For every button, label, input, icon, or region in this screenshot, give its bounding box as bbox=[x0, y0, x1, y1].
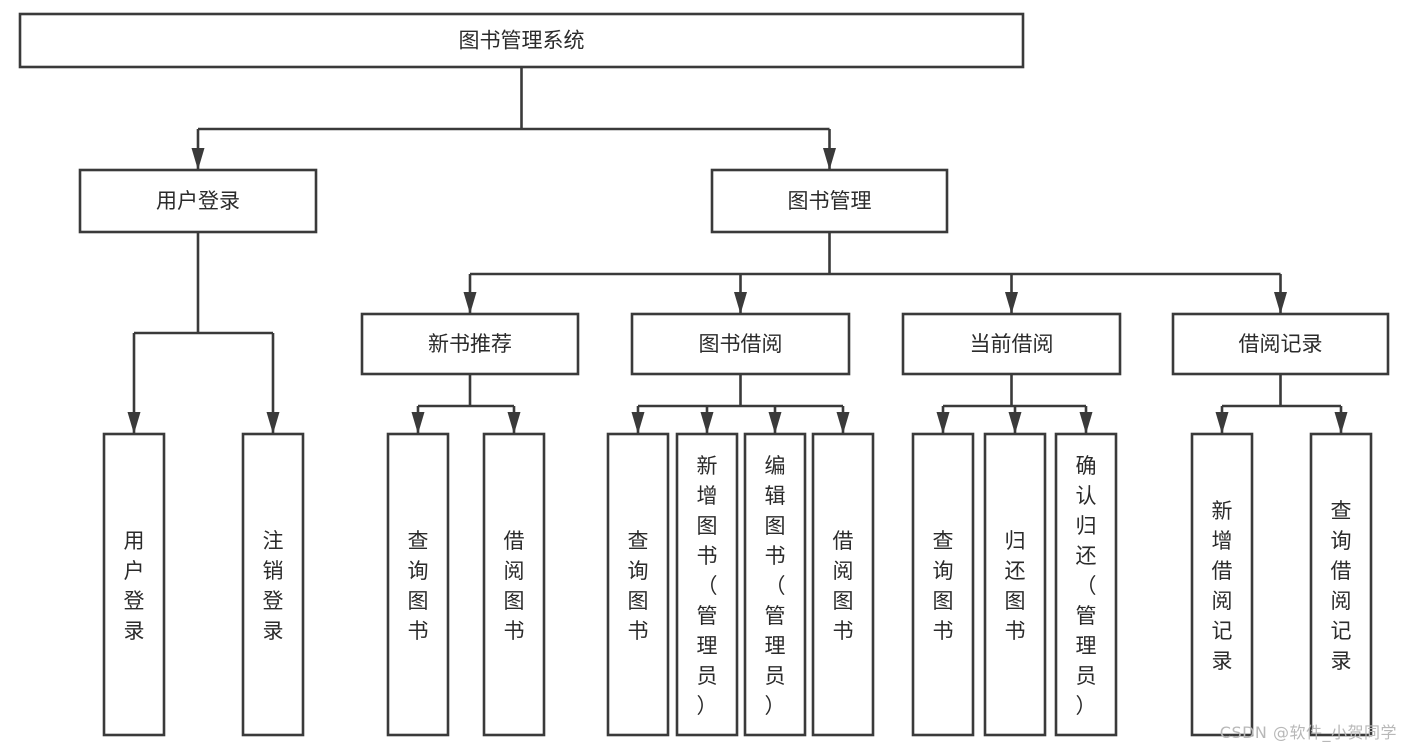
node-label-leaf-borrow-book-2: 借阅图书 bbox=[833, 529, 854, 643]
node-box-leaf-confirm-return bbox=[1054, 432, 1118, 737]
node-new-book-recommend[interactable]: 新书推荐 bbox=[360, 312, 580, 376]
node-box-book-manage bbox=[710, 168, 949, 234]
node-label-leaf-query-book-3: 查询图书 bbox=[933, 529, 954, 643]
arrow-head-book-borrow-to-leaf-query-book-2 bbox=[631, 412, 645, 434]
arrow-head-current-borrow-to-leaf-query-book-3 bbox=[936, 412, 950, 434]
node-box-user-login bbox=[78, 168, 318, 234]
arrow-head-borrow-record-to-leaf-add-record bbox=[1215, 412, 1229, 434]
node-box-leaf-borrow-book-1 bbox=[482, 432, 546, 737]
node-leaf-query-book-2[interactable]: 查询图书 bbox=[606, 432, 670, 737]
arrow-head-book-manage-to-borrow-record bbox=[1274, 292, 1287, 314]
arrow-head-user-login-to-leaf-user-logout bbox=[266, 412, 280, 434]
node-box-borrow-record bbox=[1171, 312, 1390, 376]
node-book-borrow[interactable]: 图书借阅 bbox=[630, 312, 851, 376]
arrow-head-borrow-record-to-leaf-query-record bbox=[1334, 412, 1348, 434]
arrow-head-root-to-user-login bbox=[191, 148, 205, 170]
node-box-root bbox=[18, 12, 1025, 69]
arrow-head-current-borrow-to-leaf-return-book bbox=[1008, 412, 1022, 434]
node-box-leaf-add-record bbox=[1190, 432, 1254, 737]
node-box-book-borrow bbox=[630, 312, 851, 376]
node-label-leaf-return-book: 归还图书 bbox=[1005, 529, 1026, 643]
node-box-leaf-edit-book bbox=[743, 432, 807, 737]
arrow-head-book-manage-to-current-borrow bbox=[1005, 292, 1018, 314]
node-box-leaf-user-login bbox=[102, 432, 166, 737]
node-label-leaf-edit-book: 编辑图书（管理员） bbox=[765, 454, 786, 718]
node-box-leaf-user-logout bbox=[241, 432, 305, 737]
csdn-watermark: CSDN @软件_小贺同学 bbox=[1219, 723, 1397, 742]
arrow-head-new-book-recommend-to-leaf-query-book-1 bbox=[411, 412, 425, 434]
arrow-head-current-borrow-to-leaf-confirm-return bbox=[1079, 412, 1093, 434]
arrow-head-book-borrow-to-leaf-edit-book bbox=[768, 412, 782, 434]
node-box-leaf-borrow-book-2 bbox=[811, 432, 875, 737]
node-box-leaf-add-book bbox=[675, 432, 739, 737]
arrow-head-book-manage-to-new-book-recommend bbox=[463, 292, 477, 314]
node-label-leaf-borrow-book-1: 借阅图书 bbox=[504, 529, 525, 643]
arrow-head-book-borrow-to-leaf-borrow-book-2 bbox=[836, 412, 850, 434]
node-leaf-add-book[interactable]: 新增图书（管理员） bbox=[675, 432, 739, 737]
node-leaf-edit-book[interactable]: 编辑图书（管理员） bbox=[743, 432, 807, 737]
node-label-book-manage: 图书管理 bbox=[788, 189, 872, 213]
node-label-user-login: 用户登录 bbox=[156, 189, 240, 213]
node-leaf-confirm-return[interactable]: 确认归还（管理员） bbox=[1054, 432, 1118, 737]
node-leaf-borrow-book-1[interactable]: 借阅图书 bbox=[482, 432, 546, 737]
node-book-manage[interactable]: 图书管理 bbox=[710, 168, 949, 234]
node-label-book-borrow: 图书借阅 bbox=[699, 332, 783, 356]
node-label-leaf-query-book-2: 查询图书 bbox=[628, 529, 649, 643]
node-box-leaf-query-book-3 bbox=[911, 432, 975, 737]
node-current-borrow[interactable]: 当前借阅 bbox=[901, 312, 1122, 376]
node-leaf-user-logout[interactable]: 注销登录 bbox=[241, 432, 305, 737]
node-label-borrow-record: 借阅记录 bbox=[1239, 332, 1323, 356]
connector-layer bbox=[127, 67, 1348, 434]
node-label-leaf-add-book: 新增图书（管理员） bbox=[697, 454, 718, 718]
node-label-leaf-user-login: 用户登录 bbox=[124, 529, 145, 643]
node-user-login[interactable]: 用户登录 bbox=[78, 168, 318, 234]
node-leaf-add-record[interactable]: 新增借阅记录 bbox=[1190, 432, 1254, 737]
node-box-current-borrow bbox=[901, 312, 1122, 376]
node-label-leaf-user-logout: 注销登录 bbox=[263, 529, 284, 643]
node-label-leaf-add-record: 新增借阅记录 bbox=[1212, 499, 1233, 673]
node-label-leaf-query-record: 查询借阅记录 bbox=[1331, 499, 1352, 673]
node-leaf-user-login[interactable]: 用户登录 bbox=[102, 432, 166, 737]
node-label-leaf-query-book-1: 查询图书 bbox=[408, 529, 429, 643]
arrow-head-new-book-recommend-to-leaf-borrow-book-1 bbox=[507, 412, 521, 434]
arrow-head-user-login-to-leaf-user-login bbox=[127, 412, 141, 434]
node-box-leaf-query-book-2 bbox=[606, 432, 670, 737]
node-box-leaf-query-book-1 bbox=[386, 432, 450, 737]
node-leaf-return-book[interactable]: 归还图书 bbox=[983, 432, 1047, 737]
node-leaf-query-book-3[interactable]: 查询图书 bbox=[911, 432, 975, 737]
node-label-root: 图书管理系统 bbox=[459, 29, 585, 53]
node-leaf-borrow-book-2[interactable]: 借阅图书 bbox=[811, 432, 875, 737]
node-label-new-book-recommend: 新书推荐 bbox=[428, 332, 512, 356]
node-label-leaf-confirm-return: 确认归还（管理员） bbox=[1076, 454, 1097, 718]
node-label-current-borrow: 当前借阅 bbox=[970, 332, 1054, 356]
node-borrow-record[interactable]: 借阅记录 bbox=[1171, 312, 1390, 376]
node-layer: 图书管理系统用户登录图书管理新书推荐图书借阅当前借阅借阅记录用户登录注销登录查询… bbox=[18, 12, 1390, 737]
node-box-new-book-recommend bbox=[360, 312, 580, 376]
node-root[interactable]: 图书管理系统 bbox=[18, 12, 1025, 69]
node-box-leaf-query-record bbox=[1309, 432, 1373, 737]
arrow-head-root-to-book-manage bbox=[823, 148, 836, 170]
node-leaf-query-record[interactable]: 查询借阅记录 bbox=[1309, 432, 1373, 737]
arrow-head-book-borrow-to-leaf-add-book bbox=[700, 412, 714, 434]
node-leaf-query-book-1[interactable]: 查询图书 bbox=[386, 432, 450, 737]
node-box-leaf-return-book bbox=[983, 432, 1047, 737]
arrow-head-book-manage-to-book-borrow bbox=[734, 292, 747, 314]
